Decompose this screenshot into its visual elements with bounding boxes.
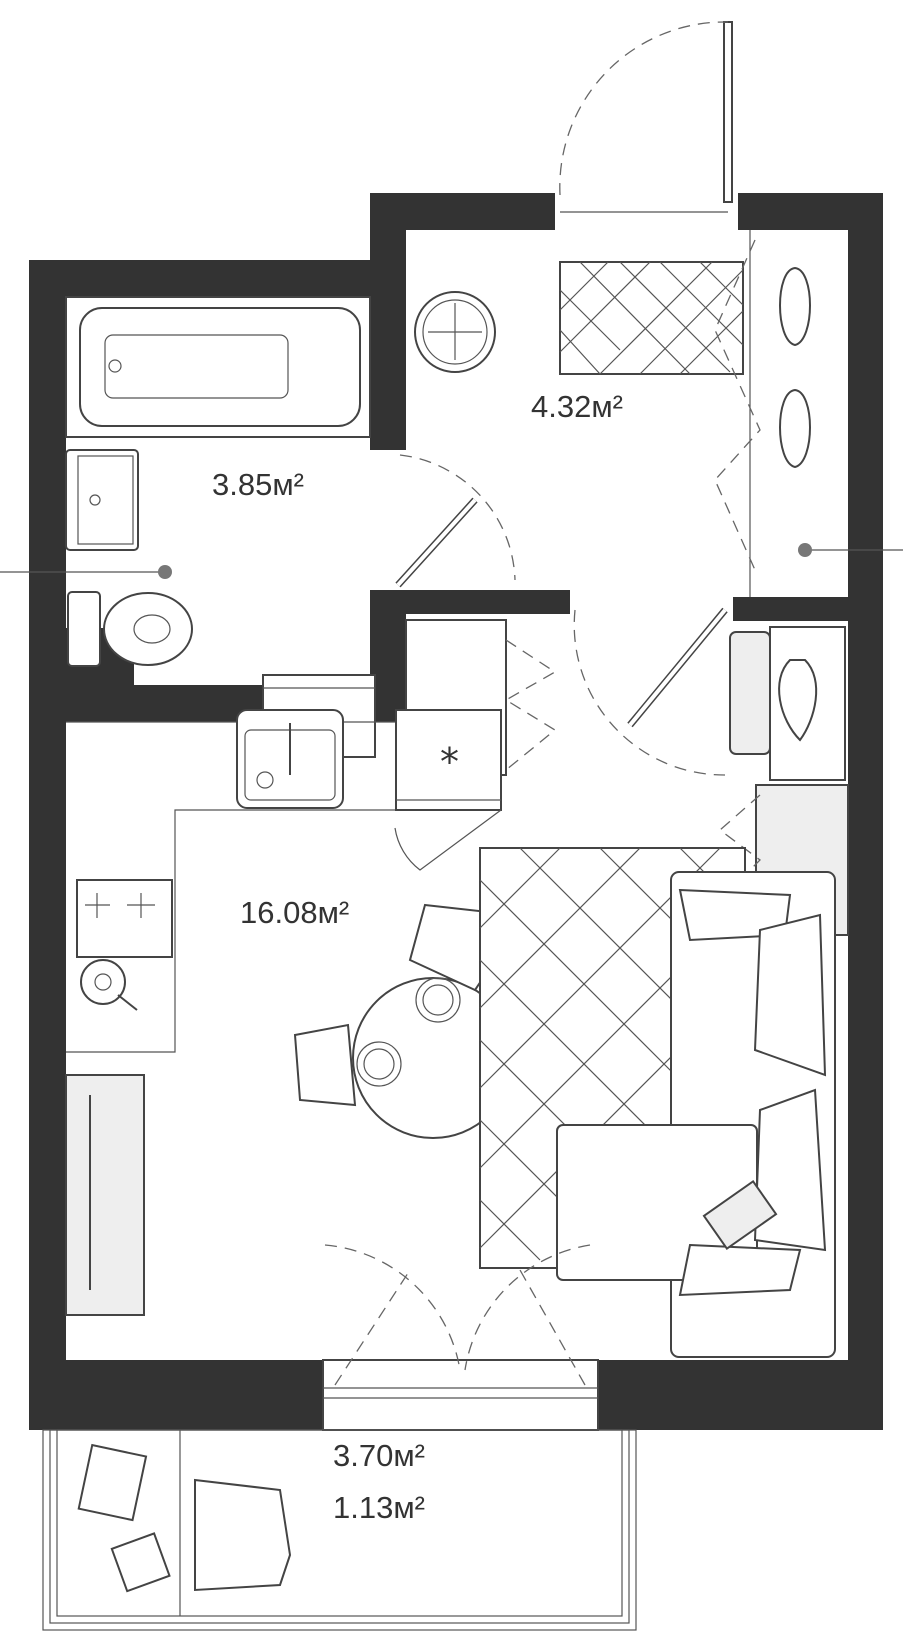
dining-chair-left (293, 1023, 357, 1107)
toilet (67, 591, 193, 667)
balcony-area-label: 3.70м² (333, 1438, 425, 1473)
round-ceiling-fixture (414, 291, 496, 373)
bathtub (65, 296, 371, 438)
laundry-basket (729, 626, 846, 781)
balcony-table-items (77, 1443, 171, 1593)
fridge: * (394, 709, 502, 871)
tv-stand (65, 1074, 145, 1316)
washbasin (65, 449, 139, 551)
hallway-area-label: 4.32м² (531, 389, 623, 424)
kettle (80, 959, 138, 1011)
riser-point (158, 565, 172, 579)
walls (29, 193, 883, 1430)
balcony (42, 1429, 637, 1631)
wardrobe-hall[interactable] (714, 230, 811, 597)
entrance-door[interactable] (559, 21, 733, 213)
sofa (556, 871, 836, 1358)
balcony-doors[interactable] (322, 1244, 599, 1431)
bathroom-area-label: 3.85м² (212, 467, 304, 502)
cooktop (76, 879, 173, 958)
living-area-label: 16.08м² (240, 895, 350, 930)
kitchen-counter (66, 721, 407, 1053)
balcony-chair (194, 1478, 292, 1592)
riser-point-hall (798, 543, 812, 557)
bathroom-door[interactable] (395, 454, 516, 588)
kitchen-door[interactable] (573, 607, 728, 776)
svg-text:*: * (440, 740, 459, 784)
entrance-mat (559, 261, 744, 375)
balcony-reduced-area-label: 1.13м² (333, 1490, 425, 1525)
kitchen-sink (236, 709, 344, 809)
